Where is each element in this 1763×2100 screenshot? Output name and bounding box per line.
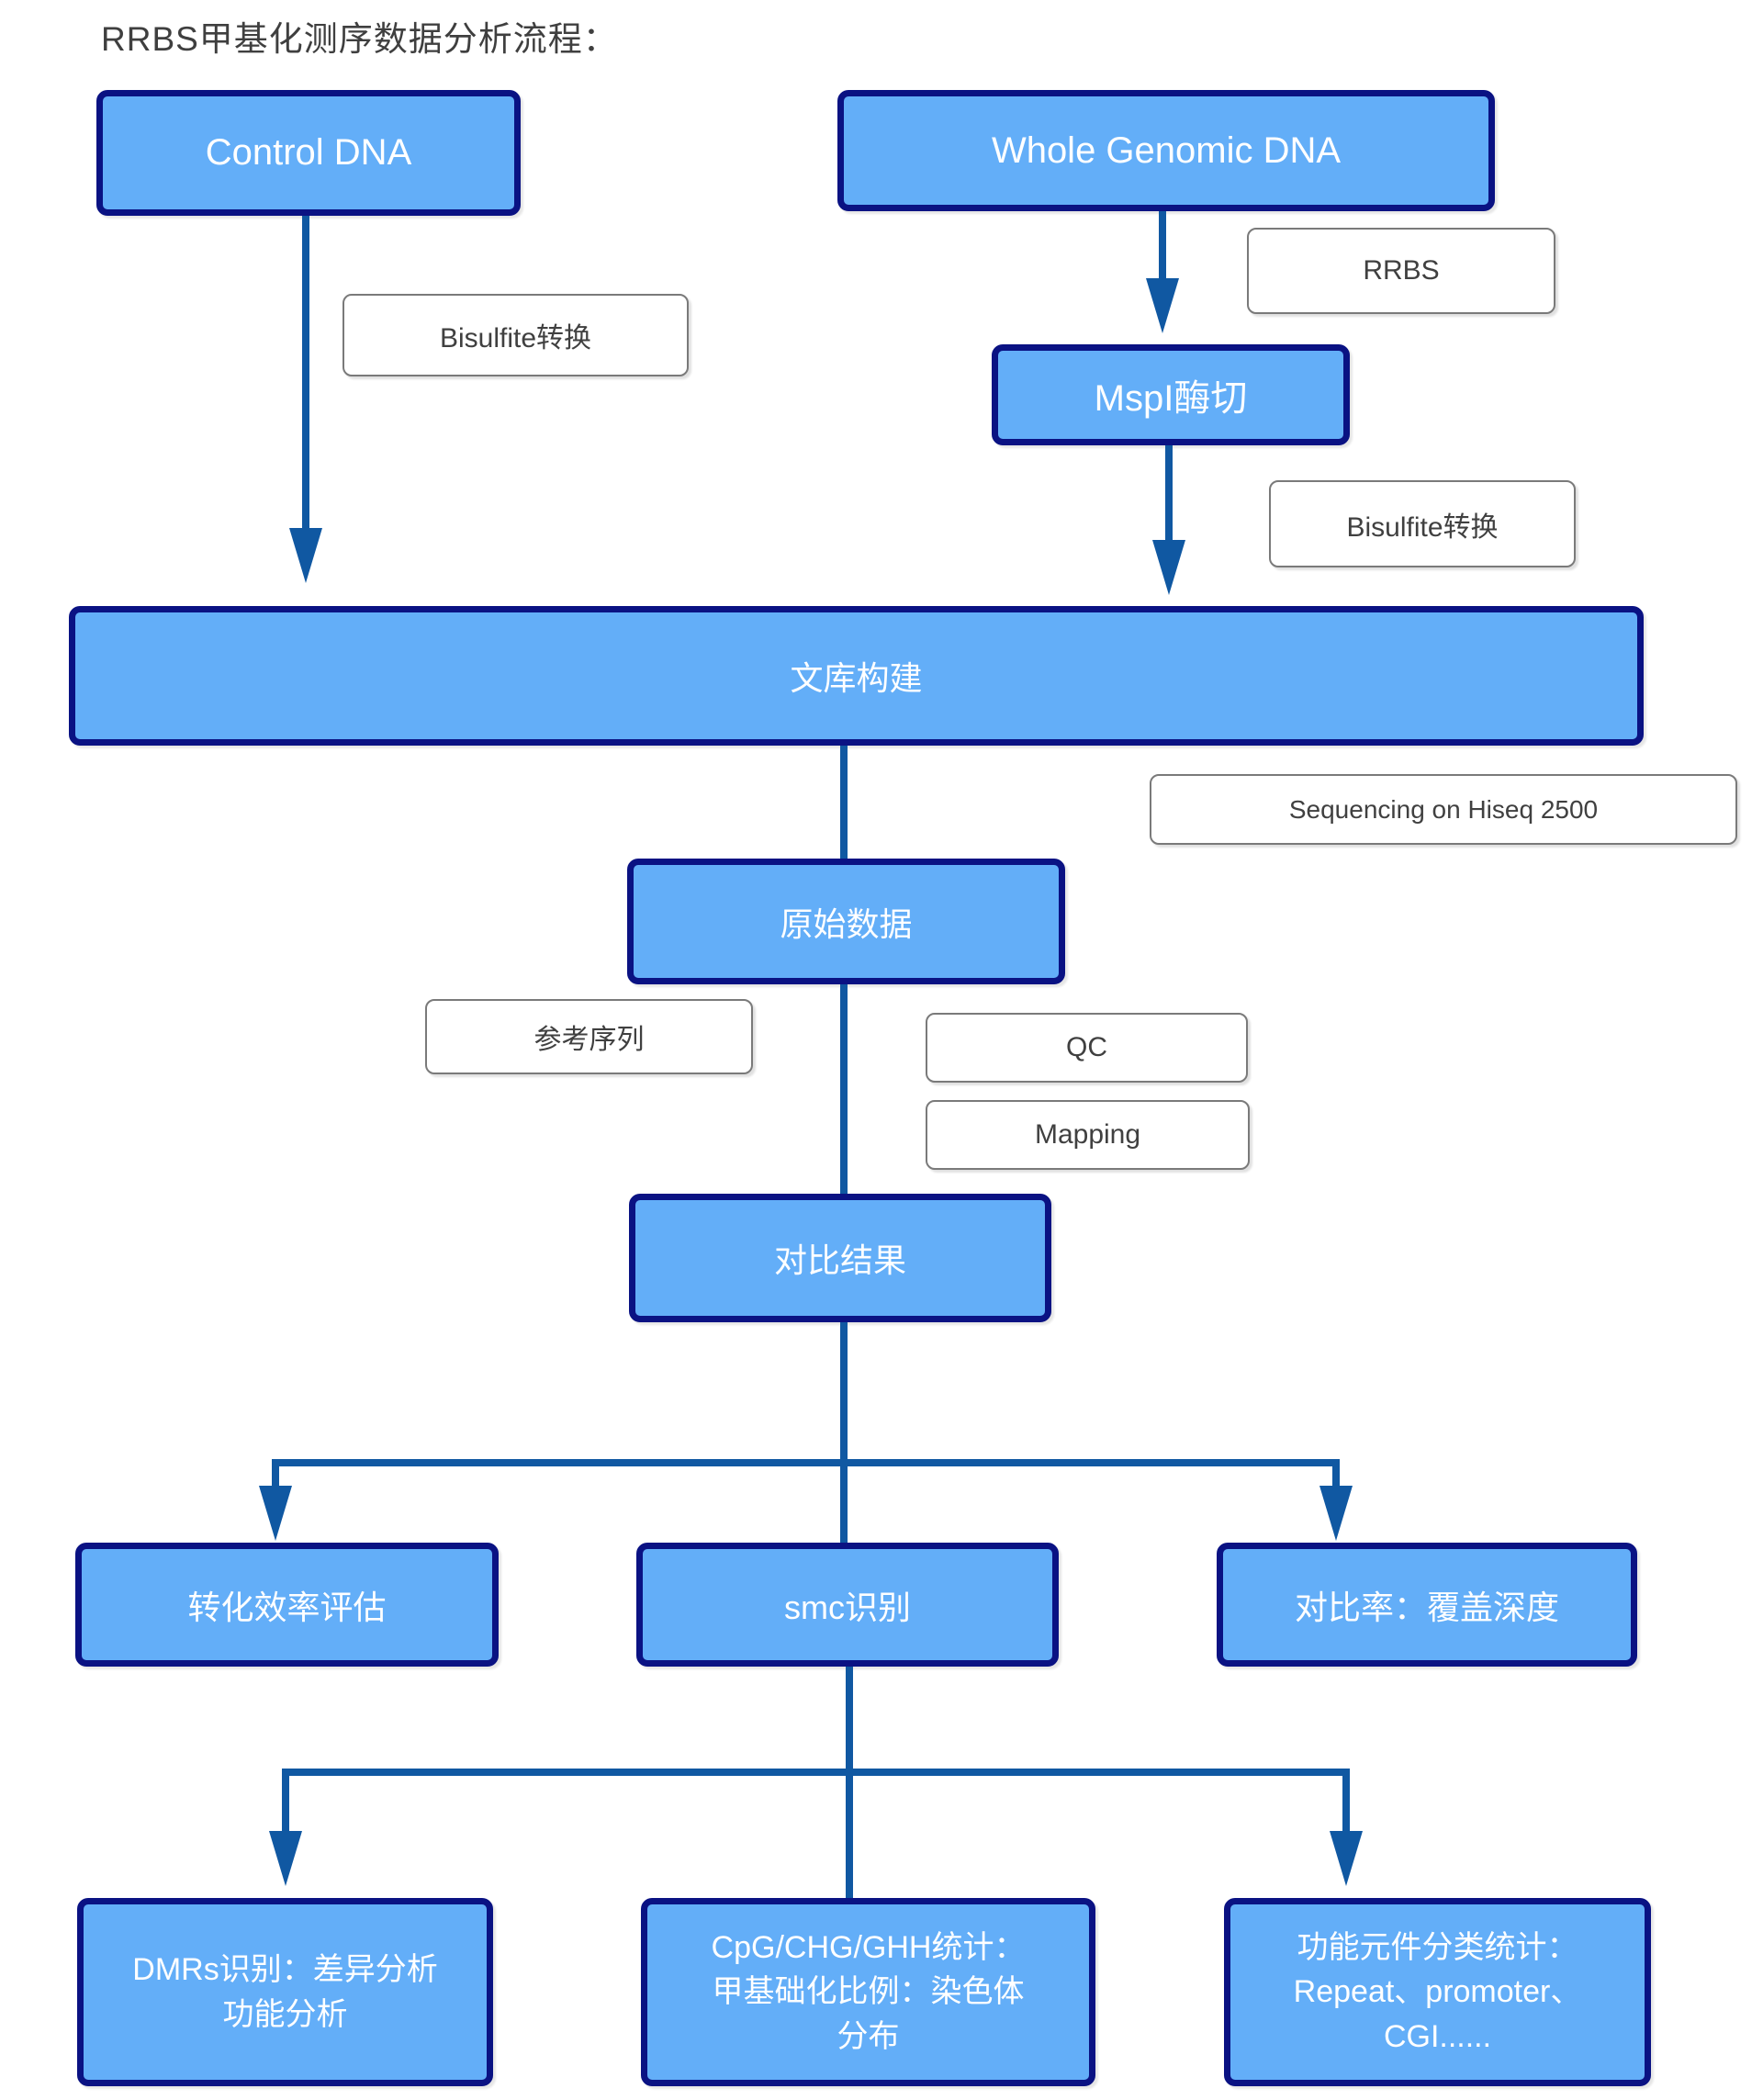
node-functional-line2: Repeat、promoter、 [1293, 1974, 1582, 2010]
node-functional-line3: CGI...... [1383, 2018, 1492, 2054]
node-control-dna: Control DNA [96, 90, 521, 216]
node-control-dna-label: Control DNA [205, 132, 412, 173]
label-qc-text: QC [1066, 1032, 1107, 1062]
node-functional-elements: 功能元件分类统计： Repeat、promoter、 CGI...... [1224, 1898, 1651, 2086]
node-raw-data: 原始数据 [627, 859, 1065, 984]
node-whole-genomic-dna: Whole Genomic DNA [837, 90, 1495, 211]
arrowhead-control-to-library [289, 528, 322, 583]
node-alignment-rate-coverage-label: 对比率：覆盖深度 [1294, 1588, 1559, 1626]
label-bisulfite-conversion-left: Bisulfite转换 [342, 294, 689, 376]
node-dmrs-line2: 功能分析 [222, 1996, 348, 2032]
label-reference-text: 参考序列 [533, 1025, 645, 1055]
connector-branch2-horizontal [282, 1769, 1350, 1776]
arrowhead-branch1-right [1319, 1486, 1353, 1541]
node-dmrs-line1: DMRs识别：差异分析 [132, 1952, 438, 1988]
node-raw-data-label: 原始数据 [780, 904, 913, 943]
node-smc-identification: smc识别 [636, 1543, 1059, 1667]
node-cpg-line3: 分布 [837, 2018, 900, 2054]
label-bisulfite-conversion-right: Bisulfite转换 [1269, 480, 1576, 567]
label-bisulfite-right-text: Bisulfite转换 [1346, 511, 1499, 543]
label-bisulfite-left-text: Bisulfite转换 [439, 323, 592, 354]
node-conversion-efficiency-label: 转化效率评估 [187, 1588, 387, 1626]
connector-branch2-left-drop [282, 1769, 289, 1833]
connector-result-to-branch1 [840, 1322, 848, 1466]
label-mapping: Mapping [926, 1100, 1250, 1170]
label-mapping-text: Mapping [1034, 1119, 1141, 1150]
label-sequencing: Sequencing on Hiseq 2500 [1150, 774, 1737, 845]
arrowhead-wgd-to-mspi [1146, 278, 1179, 333]
connector-branch1-horizontal [272, 1459, 1340, 1466]
connector-rawdata-to-result [840, 984, 848, 1194]
node-whole-genomic-dna-label: Whole Genomic DNA [991, 129, 1342, 171]
connector-control-to-library [302, 216, 309, 528]
connector-smc-to-branch2 [846, 1667, 853, 1776]
node-smc-identification-label: smc识别 [784, 1588, 911, 1626]
label-rrbs-text: RRBS [1363, 255, 1440, 286]
node-library-construction: 文库构建 [69, 606, 1644, 746]
node-dmrs-identification: DMRs识别：差异分析 功能分析 [77, 1898, 493, 2086]
arrowhead-mspi-to-library [1152, 540, 1185, 595]
node-cpg-line2: 甲基础化比例：染色体 [712, 1974, 1025, 2010]
node-cpg-statistics: CpG/CHG/GHH统计： 甲基础化比例：染色体 分布 [641, 1898, 1095, 2086]
connector-branch2-center-drop [846, 1776, 853, 1901]
label-qc: QC [926, 1013, 1248, 1083]
node-functional-line1: 功能元件分类统计： [1297, 1930, 1578, 1966]
arrowhead-branch2-right [1330, 1831, 1363, 1886]
connector-branch2-right-drop [1342, 1769, 1350, 1833]
node-mspi-digest: MspI酶切 [992, 344, 1350, 445]
connector-branch1-right-drop [1332, 1459, 1340, 1492]
label-sequencing-text: Sequencing on Hiseq 2500 [1288, 794, 1599, 824]
arrowhead-branch2-left [269, 1831, 302, 1886]
diagram-title: RRBS甲基化测序数据分析流程： [101, 20, 618, 58]
node-alignment-result-label: 对比结果 [773, 1241, 906, 1279]
node-alignment-rate-coverage: 对比率：覆盖深度 [1217, 1543, 1637, 1667]
connector-mspi-to-library [1165, 445, 1173, 542]
node-conversion-efficiency: 转化效率评估 [75, 1543, 499, 1667]
label-rrbs: RRBS [1247, 228, 1555, 314]
arrowhead-branch1-left [259, 1486, 292, 1541]
connector-library-to-rawdata [840, 746, 848, 859]
node-library-construction-label: 文库构建 [790, 659, 923, 697]
connector-wgd-to-mspi [1159, 211, 1166, 280]
connector-branch1-center-drop [840, 1466, 848, 1545]
label-reference-sequence: 参考序列 [425, 999, 753, 1074]
connector-branch1-left-drop [272, 1459, 279, 1492]
node-alignment-result: 对比结果 [629, 1194, 1051, 1322]
node-cpg-line1: CpG/CHG/GHH统计： [711, 1930, 1026, 1966]
node-mspi-digest-label: MspI酶切 [1094, 378, 1248, 419]
